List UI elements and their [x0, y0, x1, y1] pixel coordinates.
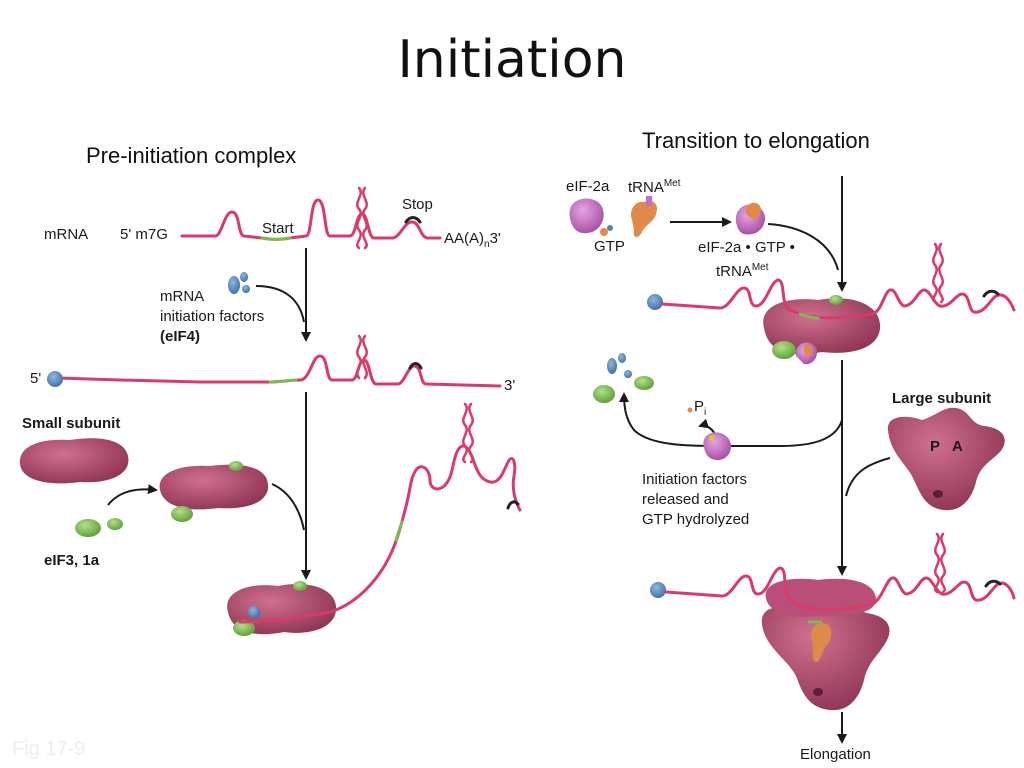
figure-reference: Fig 17-9: [12, 738, 86, 760]
ternary-join-arrow: [767, 223, 839, 271]
eif4-cap-complex-icon: [47, 371, 63, 387]
eif3-label: eIF3, 1a: [44, 552, 100, 569]
release-branch-arrow: [720, 419, 843, 447]
80s-initiation-complex-icon: [761, 578, 890, 711]
complex-join-arrow: [271, 483, 305, 531]
mrna-strand-scanning: [238, 402, 522, 624]
phosphate-icon: [687, 407, 693, 413]
p-site-label: P: [930, 438, 941, 455]
large-subunit-label: Large subunit: [892, 390, 992, 407]
eif3-factors-icon: [75, 518, 123, 537]
trna-met-label: tRNAMet: [628, 178, 681, 196]
poly-a-tail-label: AA(A)n3': [444, 230, 501, 250]
mrna-strand-with-eif4: [56, 334, 502, 388]
large-subunit-join-arrow: [845, 457, 891, 497]
gtp-label: GTP: [594, 238, 625, 255]
elongation-label: Elongation: [800, 746, 871, 763]
ternary-complex-label: eIF-2a • GTP • tRNAMet: [698, 239, 795, 280]
scanning-preinitiation-complex-icon: [227, 581, 337, 636]
factors-released-label: Initiation factors released and GTP hydr…: [642, 471, 750, 528]
gtp-icon: [600, 225, 613, 236]
page-title: Initiation: [397, 30, 627, 90]
mrna-strand-start-complex: [660, 242, 1016, 320]
eif2a-label: eIF-2a: [566, 178, 610, 195]
mrna-label: mRNA: [44, 226, 89, 243]
five-prime-cap-label: 5' m7G: [120, 226, 168, 243]
pi-label: Pi: [694, 398, 707, 418]
mrna-strand-80s: [664, 532, 1016, 612]
five-prime-label: 5': [30, 370, 42, 387]
pre-initiation-heading: Pre-initiation complex: [86, 143, 297, 168]
a-site-label: A: [952, 438, 963, 455]
small-subunit-eif3-complex-icon: [159, 461, 269, 522]
eif4-factors-icon: [228, 272, 250, 294]
three-prime-label: 3': [504, 377, 516, 394]
small-subunit-icon: [19, 438, 129, 484]
eif4-binding-arrow: [255, 285, 305, 323]
80s-cap-icon: [650, 582, 666, 598]
factors-release-arrow: [619, 392, 721, 447]
stop-codon-label: Stop: [402, 196, 433, 213]
right-cap-complex-icon: [647, 294, 663, 310]
released-factors-icon: [593, 353, 654, 403]
subunit-assembly-arrow: [107, 484, 158, 506]
mrna-strand-top: [180, 186, 442, 250]
eif2-gdp-icon: [703, 432, 732, 460]
mrna-initiation-factors-label: mRNA initiation factors (eIF4): [160, 288, 265, 345]
start-codon-complex-icon: [763, 295, 881, 365]
large-subunit-icon: [887, 407, 1005, 511]
start-codon-label: Start: [262, 220, 294, 237]
trna-met-icon: [630, 196, 658, 238]
transition-heading: Transition to elongation: [642, 128, 870, 153]
small-subunit-label: Small subunit: [22, 415, 121, 432]
eif2a-factor-icon: [569, 198, 604, 234]
ternary-complex-icon: [735, 202, 766, 235]
